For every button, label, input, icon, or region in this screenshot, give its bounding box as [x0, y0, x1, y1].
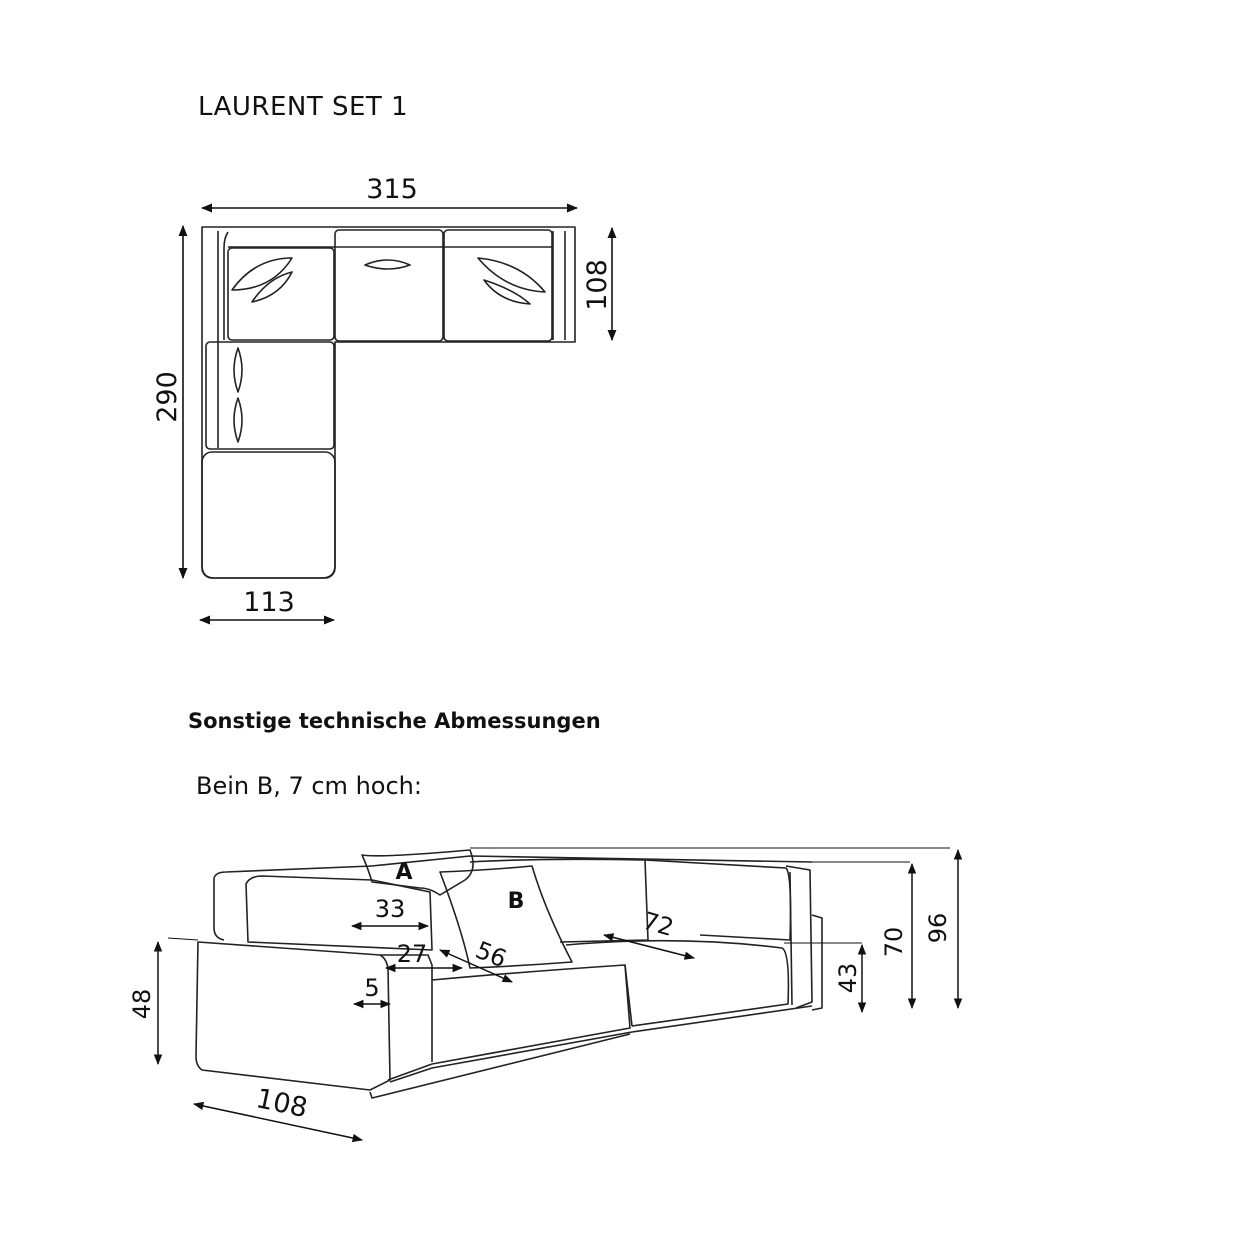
- cushion-icon: [364, 259, 411, 270]
- chaise-module: [201, 451, 336, 579]
- section-heading: Sonstige technische Abmessungen: [188, 709, 601, 733]
- pillow-b: [439, 865, 573, 969]
- seat-module-middle: [334, 229, 444, 342]
- dim-line-pillow-b: [439, 949, 513, 983]
- seat-cushion-left: [431, 964, 631, 1065]
- dim-armrest-leg-label: 5: [364, 974, 379, 1002]
- top-view-dimensions: [178, 203, 617, 625]
- leg-note: Bein B, 7 cm hoch:: [196, 772, 422, 800]
- dim-line-seat-depth: [602, 933, 696, 960]
- cushion-icon: [477, 257, 546, 293]
- seat-module-left: [205, 341, 335, 450]
- cushion-icon: [483, 279, 531, 305]
- dim-total-height-label: 96: [924, 913, 952, 944]
- pillow-b-label: B: [508, 889, 525, 914]
- top-view-sofa: [201, 226, 576, 579]
- pillow-a: [361, 849, 474, 896]
- seat-module-corner: [227, 247, 335, 341]
- dim-arm-height-label: 48: [128, 989, 156, 1020]
- cushion-icon: [251, 271, 293, 303]
- pillow-a-label: A: [395, 860, 412, 885]
- product-title: LAURENT SET 1: [198, 92, 409, 122]
- side-view-dimensions: [153, 847, 963, 1143]
- side-view-sofa: [195, 849, 823, 1099]
- dim-seat-height-label: 43: [834, 963, 862, 994]
- dim-armrest-top-label: 27: [397, 940, 428, 968]
- dim-depth-left-label: 290: [152, 371, 183, 423]
- dim-pillow-a-label: 33: [375, 895, 406, 923]
- seat-module-right: [443, 229, 553, 342]
- cushion-icon: [231, 257, 293, 291]
- dim-line-depth: [192, 1101, 364, 1143]
- cushion-icon: [233, 397, 243, 443]
- dim-chaise-width-label: 113: [243, 587, 295, 618]
- cushion-icon: [233, 347, 243, 393]
- dim-back-height-label: 70: [880, 927, 908, 958]
- dim-seat-depth-label: 72: [640, 907, 677, 942]
- dim-depth-right-label: 108: [582, 259, 613, 311]
- dim-width-label: 315: [366, 174, 418, 205]
